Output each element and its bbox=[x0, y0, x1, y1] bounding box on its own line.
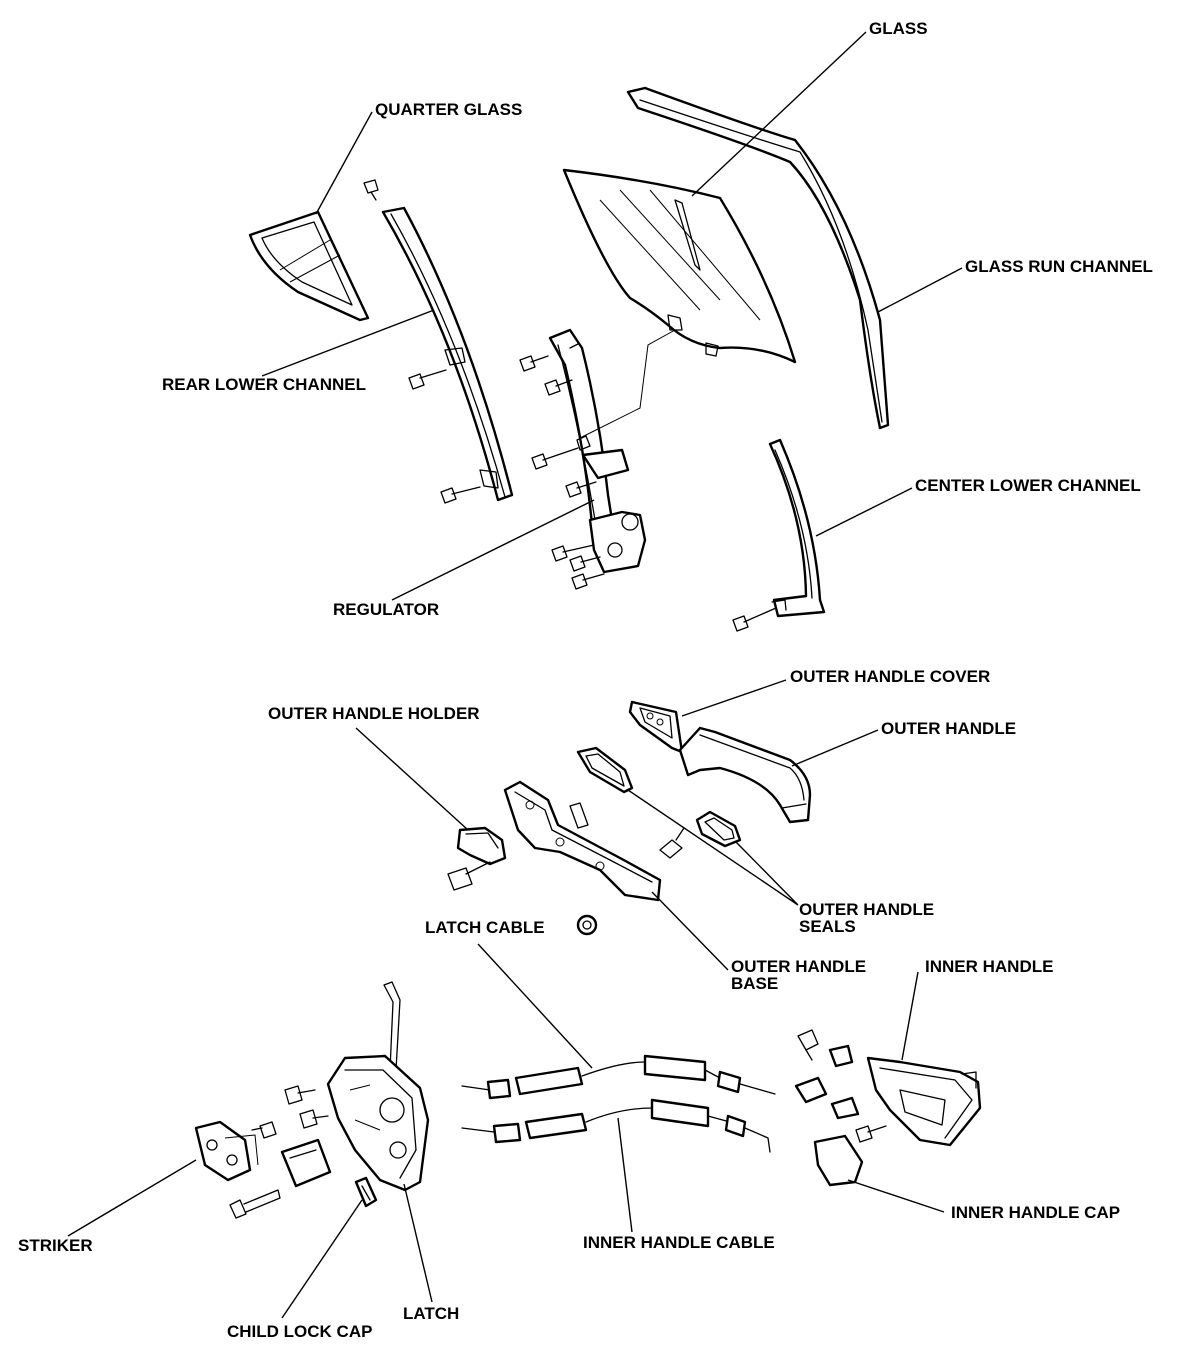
label-child-lock-cap: CHILD LOCK CAP bbox=[227, 1322, 372, 1341]
bolt-regulator-1 bbox=[519, 355, 549, 372]
screw-inner-handle bbox=[855, 1125, 887, 1143]
quarter-glass bbox=[248, 210, 370, 322]
screw-latch-1 bbox=[284, 1085, 316, 1105]
label-quarter-glass: QUARTER GLASS bbox=[375, 100, 522, 119]
bolt-center-channel bbox=[732, 607, 777, 632]
label-outer-handle-base-line2: BASE bbox=[731, 974, 778, 993]
bolt-rear-channel-2 bbox=[440, 486, 481, 504]
label-rear-lower-channel: REAR LOWER CHANNEL bbox=[162, 375, 366, 394]
latch-actuator bbox=[280, 1138, 332, 1188]
bolt-striker bbox=[229, 1189, 281, 1219]
center-lower-channel bbox=[768, 438, 826, 618]
bolt-outer-handle-base bbox=[659, 827, 685, 859]
bolt-regulator-3 bbox=[531, 447, 579, 470]
latch bbox=[326, 1054, 430, 1192]
bolt-regulator-6 bbox=[569, 555, 601, 572]
label-inner-handle: INNER HANDLE bbox=[925, 957, 1053, 976]
label-glass-run-channel: GLASS RUN CHANNEL bbox=[965, 257, 1153, 276]
bolt-rear-channel-1 bbox=[408, 369, 447, 390]
inner-handle-clip-3 bbox=[794, 1076, 828, 1104]
label-inner-handle-cable: INNER HANDLE CABLE bbox=[583, 1233, 775, 1252]
screw-latch-2 bbox=[299, 1109, 329, 1129]
bolt-regulator-2 bbox=[544, 379, 573, 396]
striker bbox=[194, 1120, 277, 1182]
outer-handle-seal-lower bbox=[695, 810, 742, 848]
glass-run-channel bbox=[626, 86, 890, 430]
child-lock-cap bbox=[354, 1176, 378, 1208]
regulator bbox=[548, 328, 647, 574]
inner-handle bbox=[866, 1056, 982, 1147]
bolt-regulator-5 bbox=[551, 544, 595, 562]
inner-handle-cable-part bbox=[461, 1098, 771, 1153]
label-regulator: REGULATOR bbox=[333, 600, 439, 619]
inner-handle-cap bbox=[813, 1134, 864, 1187]
inner-handle-clip-2 bbox=[828, 1044, 854, 1068]
label-outer-handle: OUTER HANDLE bbox=[881, 719, 1016, 738]
outer-handle-seal-upper bbox=[576, 746, 634, 794]
glass bbox=[562, 168, 797, 364]
nut bbox=[576, 914, 598, 936]
leader-lines bbox=[67, 31, 963, 1319]
label-outer-handle-seals-line1: OUTER HANDLE bbox=[799, 900, 934, 919]
screw-top bbox=[363, 179, 379, 201]
latch-cable-part bbox=[461, 1054, 776, 1100]
outer-handle-cover bbox=[628, 700, 684, 754]
label-striker: STRIKER bbox=[18, 1236, 93, 1255]
outer-handle-holder bbox=[447, 826, 507, 891]
bolt-regulator-7 bbox=[571, 573, 605, 590]
label-center-lower-channel: CENTER LOWER CHANNEL bbox=[915, 476, 1141, 495]
label-latch: LATCH bbox=[403, 1304, 459, 1323]
label-outer-handle-seals-line2: SEALS bbox=[799, 917, 856, 936]
rear-lower-channel bbox=[381, 206, 514, 502]
label-outer-handle-holder: OUTER HANDLE HOLDER bbox=[268, 704, 480, 723]
bolt-regulator-4 bbox=[565, 481, 597, 498]
outer-handle bbox=[678, 726, 812, 824]
label-glass: GLASS bbox=[869, 19, 928, 38]
label-outer-handle-base-line1: OUTER HANDLE bbox=[731, 957, 866, 976]
inner-handle-clip-4 bbox=[830, 1096, 860, 1120]
inner-handle-clip-1 bbox=[797, 1029, 819, 1061]
outer-handle-base bbox=[503, 780, 662, 902]
label-latch-cable: LATCH CABLE bbox=[425, 918, 545, 937]
label-inner-handle-cap: INNER HANDLE CAP bbox=[951, 1203, 1120, 1222]
label-outer-handle-cover: OUTER HANDLE COVER bbox=[790, 667, 990, 686]
